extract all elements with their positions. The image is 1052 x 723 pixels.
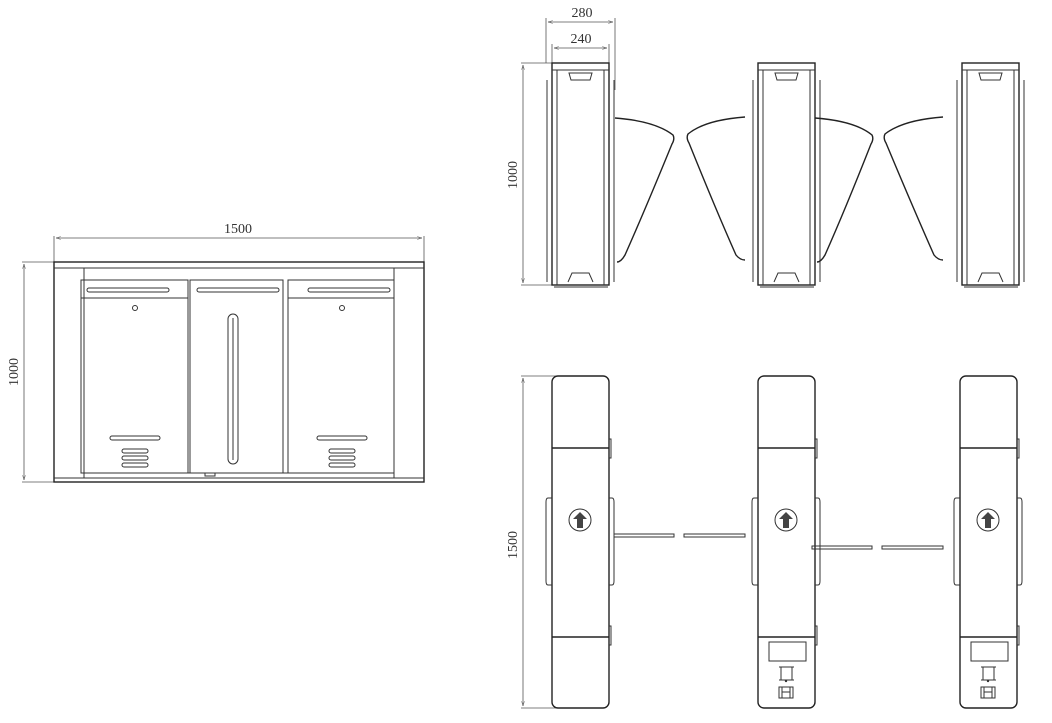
arm-unit-2-left (683, 533, 746, 538)
arm-unit-3-left (881, 545, 944, 550)
top-unit-3 (953, 375, 1023, 709)
side-view: 280 240 1000 (506, 6, 1025, 288)
card-reader-icon (980, 666, 996, 699)
left-door (80, 279, 189, 474)
flap-wing-unit-2-left (686, 116, 746, 261)
outer-width-label: 280 (572, 6, 593, 21)
pillar-unit-1 (546, 62, 615, 288)
length-dimension: 1500 (506, 375, 570, 709)
front-view: 1500 1000 (7, 222, 425, 483)
arm-unit-2-right (811, 545, 873, 550)
indicator-light-icon (568, 72, 593, 81)
base-light-icon (567, 272, 594, 283)
cabinet (53, 261, 425, 483)
right-door (287, 279, 395, 474)
height-dimension: 1000 (7, 261, 60, 483)
top-unit-1 (545, 375, 615, 709)
height-label: 1000 (506, 161, 521, 189)
card-reader-icon (778, 666, 794, 699)
height-dimension: 1000 (506, 62, 552, 286)
outer-width-dimension: 280 (545, 6, 616, 90)
top-view: 1500 (506, 375, 1023, 709)
inner-width-label: 240 (571, 32, 592, 47)
lock-icon (339, 305, 345, 311)
lock-icon (132, 305, 138, 311)
flap-wing-unit-1-right (614, 117, 675, 263)
height-label: 1000 (7, 358, 22, 386)
top-unit-2 (751, 375, 821, 709)
display-panel-icon (768, 641, 807, 662)
width-label: 1500 (224, 222, 252, 237)
center-door (189, 279, 284, 477)
display-panel-icon (970, 641, 1009, 662)
flap-wing-unit-3-left (883, 116, 944, 261)
arrow-up-circle-icon (568, 508, 592, 532)
flap-wing-unit-2-right (814, 117, 874, 263)
pillar-unit-2 (752, 62, 821, 288)
width-dimension: 1500 (53, 222, 425, 262)
inner-width-dimension: 240 (551, 32, 610, 63)
pillar-unit-3 (956, 62, 1025, 288)
length-label: 1500 (506, 531, 521, 559)
arm-unit-1-right (613, 533, 675, 538)
